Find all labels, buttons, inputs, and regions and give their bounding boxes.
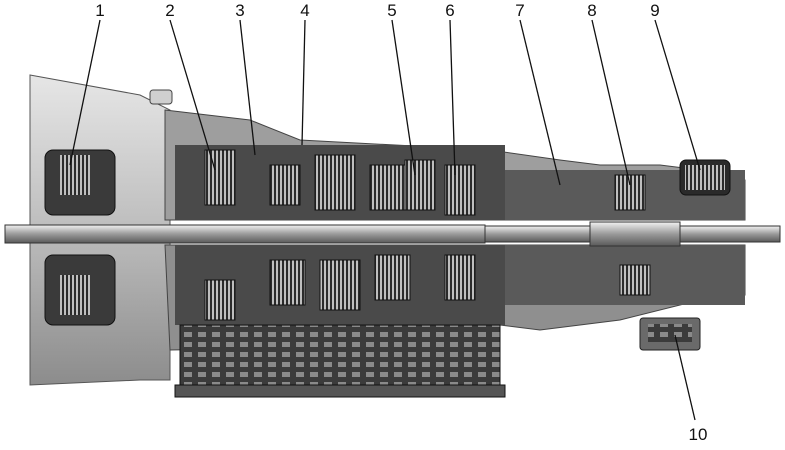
breather-cap <box>149 89 173 105</box>
callout-7: 7 <box>515 1 524 20</box>
control-module-10-detail <box>648 324 692 342</box>
leader-2 <box>169 19 216 171</box>
leader-7 <box>519 19 561 186</box>
leader-4 <box>301 19 306 146</box>
front-clutch-upper-plates <box>60 155 90 195</box>
clutch-pack-c-upper <box>369 164 406 211</box>
clutch-pack-2-lower <box>204 279 236 321</box>
callout-10: 10 <box>689 425 708 444</box>
clutch-pack-lower-c <box>374 254 411 301</box>
callout-3: 3 <box>235 1 244 20</box>
leader-5 <box>391 19 416 176</box>
output-flange <box>589 221 681 247</box>
leader-1 <box>69 19 101 166</box>
oil-pan <box>174 384 506 398</box>
clutch-pack-b-upper <box>314 154 356 211</box>
leader-6 <box>449 19 456 176</box>
leader-10 <box>674 334 696 421</box>
front-clutch-lower-plates <box>60 275 90 315</box>
leader-3 <box>239 19 256 156</box>
clutch-pack-a-upper <box>269 164 301 206</box>
callout-8: 8 <box>587 1 596 20</box>
leader-9 <box>654 19 701 171</box>
clutch-pack-8-lower <box>619 264 651 296</box>
clutch-pack-8 <box>614 174 646 211</box>
clutch-pack-5-upper <box>404 159 436 211</box>
leader-8 <box>591 19 631 186</box>
parking-gear-9-teeth <box>685 165 725 190</box>
leader-lines <box>69 19 701 421</box>
callout-1: 1 <box>95 1 104 20</box>
clutch-pack-lower-b <box>319 259 361 311</box>
clutch-pack-lower-d <box>444 254 476 301</box>
callout-2: 2 <box>165 1 174 20</box>
clutch-pack-lower-a <box>269 259 306 306</box>
valve-body <box>179 324 501 391</box>
clutch-pack-2-upper <box>204 149 236 206</box>
callout-9: 9 <box>650 1 659 20</box>
callout-4: 4 <box>300 1 309 20</box>
transmission-illustration <box>4 74 781 398</box>
callout-labels: 1 2 3 4 5 6 7 8 9 10 <box>95 1 707 444</box>
callout-5: 5 <box>387 1 396 20</box>
callout-6: 6 <box>445 1 454 20</box>
input-shaft <box>4 224 486 244</box>
clutch-pack-6-upper <box>444 164 476 216</box>
